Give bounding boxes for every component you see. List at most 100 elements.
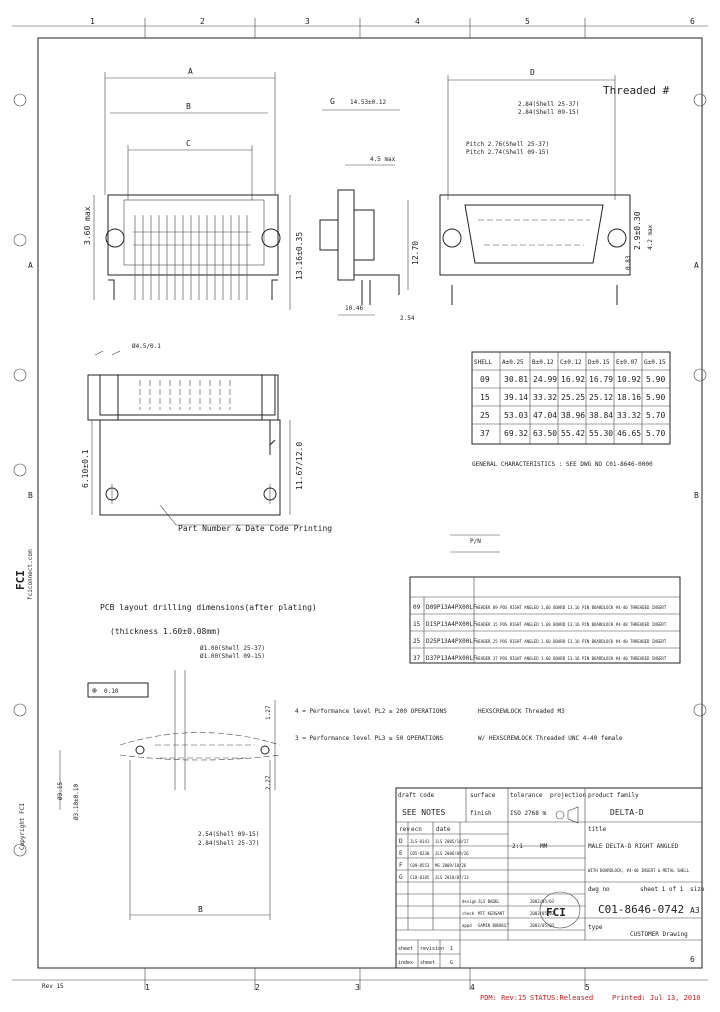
table-cell: 33.32 bbox=[533, 393, 557, 402]
note-shell-1: 2.84(Shell 25-37) bbox=[518, 101, 579, 108]
note-4: 4 = Performance level PL2 ≥ 200 OPERATIO… bbox=[295, 708, 447, 715]
punch-hole-icon bbox=[693, 93, 707, 107]
table-header: A±0.25 bbox=[502, 359, 524, 366]
zone-letter: A bbox=[28, 261, 33, 270]
table-header: SHELL bbox=[474, 359, 492, 366]
rev-cell: JLS 2005/10/27 bbox=[435, 839, 469, 844]
pcb-hole-icon bbox=[135, 745, 145, 755]
zone-num: 1 bbox=[90, 17, 95, 26]
table-cell: 25.12 bbox=[589, 393, 613, 402]
dim-b: B bbox=[186, 102, 191, 111]
rev-cell: JLS 2010/07/13 bbox=[435, 875, 469, 880]
note-pitch-1: Pitch 2.76(Shell 25-37) bbox=[466, 141, 549, 148]
corner-note: Rev 15 bbox=[42, 983, 64, 990]
dwg-no-label: dwg no bbox=[588, 886, 610, 893]
mating-shell bbox=[439, 194, 631, 276]
approval-role: design bbox=[462, 899, 477, 904]
draft-code: SEE NOTES bbox=[402, 808, 446, 817]
dim-vertical: 12.70 bbox=[411, 241, 420, 265]
tolerance-label: tolerance bbox=[510, 792, 543, 799]
zone-num: 6 bbox=[690, 17, 695, 26]
zone-num: 2 bbox=[255, 983, 260, 992]
scale-value: 2:1 bbox=[512, 843, 523, 850]
surface-label: surface bbox=[470, 792, 496, 799]
title-line-2: WITH BOARDLOCK, #4-40 INSERT & METAL SHE… bbox=[588, 868, 690, 873]
table-cell: 55.30 bbox=[589, 429, 613, 438]
pn-cell: D09P13A4PX00LF bbox=[426, 604, 477, 611]
dim-c: C bbox=[186, 139, 191, 148]
zone-num: 6 bbox=[690, 955, 695, 964]
table-cell: 16.79 bbox=[589, 375, 613, 384]
approval-name: MTF KERSANT bbox=[478, 911, 505, 916]
punch-hole-icon bbox=[13, 93, 27, 107]
table-cell: 46.65 bbox=[617, 429, 641, 438]
table-cell: 63.50 bbox=[533, 429, 557, 438]
punch-hole-icon bbox=[13, 843, 27, 857]
part-number-table: P/N 09 D09P13A4PX00LF HEADER 09 POS RIGH… bbox=[409, 534, 681, 664]
punch-hole-icon bbox=[693, 368, 707, 382]
dimension-table: SHELL A±0.25 B±0.12 C±0.12 D±0.15 E±0.07… bbox=[471, 351, 671, 468]
pcb-tolerance: 0.10 bbox=[104, 688, 119, 695]
table-cell: 24.99 bbox=[533, 375, 557, 384]
product-family: DELTA-D bbox=[610, 808, 644, 817]
table-cell: 5.70 bbox=[646, 411, 665, 420]
table-header: D±0.15 bbox=[588, 359, 610, 366]
zone-num: 5 bbox=[585, 983, 590, 992]
surface-value: finish bbox=[470, 810, 492, 817]
title-label: title bbox=[588, 826, 606, 833]
rev-cell: C10-0185 bbox=[410, 875, 430, 880]
bottom-label: sheet bbox=[398, 946, 413, 952]
rev-cell: E bbox=[399, 850, 403, 857]
dim-right-3: 0.83 bbox=[625, 255, 632, 270]
dim-right-2: 4.2 max bbox=[647, 224, 654, 250]
zone-letter: B bbox=[28, 491, 33, 500]
table-cell: 16.92 bbox=[561, 375, 585, 384]
zone-letter: A bbox=[694, 261, 699, 270]
rev-cell: G bbox=[399, 874, 403, 881]
rev-cell: JLS-0141 bbox=[410, 839, 430, 844]
zone-num: 4 bbox=[415, 17, 420, 26]
size-value: A3 bbox=[690, 906, 700, 915]
note-pitch-2: Pitch 2.74(Shell 09-15) bbox=[466, 149, 549, 156]
pcb-note-a: Ø1.00(Shell 25-37) bbox=[200, 645, 265, 652]
tolerance-value: ISO 2768 m bbox=[510, 810, 547, 817]
punch-hole-icon bbox=[13, 463, 27, 477]
pn-cell: HEADER 15 POS RIGHT ANGLED 1.60 BOARD 13… bbox=[476, 622, 667, 627]
pcb-title: PCB layout drilling dimensions(after pla… bbox=[100, 603, 317, 612]
table-cell: 15 bbox=[480, 393, 490, 402]
general-note: GENERAL CHARACTERISTICS : SEE DWG NO C01… bbox=[472, 461, 653, 468]
pcb-dim-right-1: 1.27 bbox=[265, 705, 272, 720]
title-block: draft code SEE NOTES surface finish tole… bbox=[395, 787, 705, 969]
mount-hole-icon bbox=[442, 228, 462, 248]
table-cell: 47.04 bbox=[533, 411, 557, 420]
pin-array bbox=[133, 215, 251, 300]
contact-pattern bbox=[478, 219, 590, 246]
performance-notes: 4 = Performance level PL2 ≥ 200 OPERATIO… bbox=[295, 708, 623, 742]
note-shell-2: 2.84(Shell 09-15) bbox=[518, 109, 579, 116]
mount-hole-icon bbox=[607, 228, 627, 248]
approval-date: 2003/05/03 bbox=[530, 911, 555, 916]
pn-cell: HEADER 37 POS RIGHT ANGLED 1.60 BOARD 13… bbox=[476, 656, 667, 661]
dim-g: G bbox=[330, 97, 335, 106]
note-5: 3 = Performance level PL3 ≥ 50 OPERATION… bbox=[295, 735, 443, 742]
pn-cell: HEADER 25 POS RIGHT ANGLED 1.60 BOARD 13… bbox=[476, 639, 667, 644]
side-front bbox=[319, 219, 339, 251]
table-cell: 39.14 bbox=[504, 393, 528, 402]
product-family-label: product family bbox=[588, 792, 639, 799]
table-header: B±0.12 bbox=[532, 359, 554, 366]
pn-cell: 37 bbox=[413, 655, 421, 662]
punch-hole-icon bbox=[13, 368, 27, 382]
zone-num: 1 bbox=[145, 983, 150, 992]
zone-num: 4 bbox=[470, 983, 475, 992]
rev-cell: F bbox=[399, 862, 403, 869]
mating-view: D Threaded # 2.84(Shell 25-37) 2.84(Shel… bbox=[439, 68, 670, 305]
pcb-layout: PCB layout drilling dimensions(after pla… bbox=[57, 603, 317, 920]
fci-logo-side: FCI bbox=[14, 570, 27, 590]
position-icon: ⊕ bbox=[92, 686, 97, 695]
copyright-text: Copyright FCI bbox=[19, 803, 26, 850]
table-header: E±0.07 bbox=[616, 359, 638, 366]
status-bar: PDM: Rev:15 STATUS:Released Printed: Jul… bbox=[480, 994, 701, 1002]
type-value: CUSTOMER Drawing bbox=[630, 931, 688, 938]
table-cell: 5.90 bbox=[646, 393, 665, 402]
